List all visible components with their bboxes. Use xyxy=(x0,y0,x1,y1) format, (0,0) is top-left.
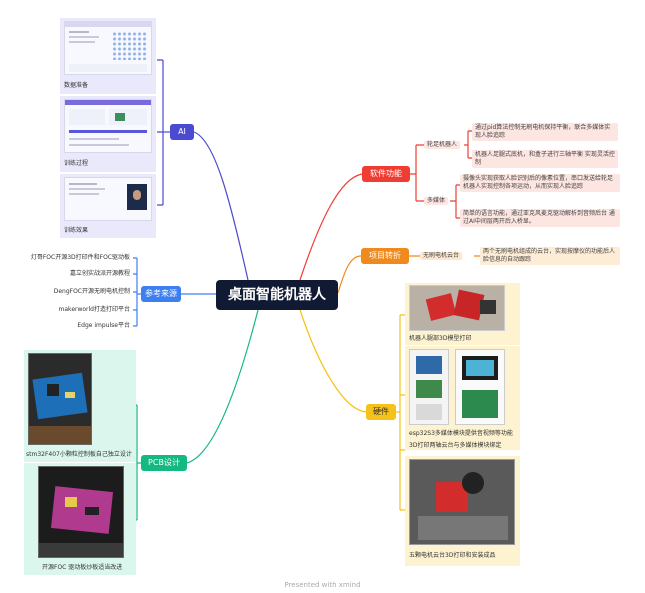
software-leaf[interactable]: 摄像头实现获取人脸识别后的像素位置，串口发送给轮足机器人实现控制各项运动，从而实… xyxy=(460,174,620,192)
branch-references[interactable]: 参考来源 xyxy=(141,286,181,302)
reference-item[interactable]: makerworld打造打印平台 xyxy=(58,306,130,313)
pcb-item-caption: stm32F407小颗粒控制板自己独立设计 xyxy=(26,451,132,458)
gimbal-assembly-photo xyxy=(409,459,515,545)
project-sub-brushless-gimbal[interactable]: 无刷电机云台 xyxy=(420,252,463,260)
hardware-item-leg-print[interactable]: 机器人腿部3D模型打印 xyxy=(405,283,520,345)
leg-print-photo xyxy=(409,285,505,331)
training-screenshot-thumbnail xyxy=(64,99,152,153)
reference-item[interactable]: DengFOC开源无刷电机控制 xyxy=(53,288,130,295)
central-topic[interactable]: 桌面智能机器人 xyxy=(216,280,338,310)
ai-item-data-prep[interactable]: 数据准备 xyxy=(60,18,156,94)
hardware-item-gimbal-assembly[interactable]: 五颗电机云台3D打印和安装成品 xyxy=(405,456,520,566)
foc-driver-board-photo xyxy=(38,466,124,558)
branch-pcb-design[interactable]: PCB设计 xyxy=(141,455,187,471)
reference-item[interactable]: 嘉立创实战派开源教程 xyxy=(69,270,130,277)
branch-project-pivot[interactable]: 项目转折 xyxy=(361,248,409,264)
pcb-item-control-board[interactable]: stm32F407小颗粒控制板自己独立设计 xyxy=(24,350,136,462)
ai-item-caption: 数据准备 xyxy=(64,82,89,89)
ai-item-results[interactable]: 训练效果 xyxy=(60,174,156,238)
presented-with-footer: Presented with xmind xyxy=(284,581,361,589)
ai-item-caption: 训练过程 xyxy=(64,160,89,167)
reference-item[interactable]: Edge impulse平台 xyxy=(77,322,130,329)
ai-item-caption: 训练效果 xyxy=(64,227,89,234)
software-leaf[interactable]: 机器人足腿式底机，和盒子进行三轴平衡 实现灵活控制 xyxy=(472,150,618,168)
hardware-item-caption: 3D打印两轴云台与多媒体模块绑定 xyxy=(409,442,502,449)
ai-item-training[interactable]: 训练过程 xyxy=(60,96,156,172)
dataset-screenshot-thumbnail xyxy=(64,21,152,75)
hardware-item-caption: 机器人腿部3D模型打印 xyxy=(409,335,472,342)
hardware-item-esp32-module[interactable]: esp32S3多媒体模块提供音视频等功能 3D打印两轴云台与多媒体模块绑定 xyxy=(405,346,520,450)
branch-hardware[interactable]: 硬件 xyxy=(366,404,396,420)
software-leaf[interactable]: 简单的语言功能，通过亚克风麦克驱动解析到音频后台 通过AI中间层两开后入桥显。 xyxy=(460,209,620,227)
branch-ai[interactable]: AI xyxy=(170,124,194,140)
project-leaf[interactable]: 两个无刷电机组成的云台，实现按摩仪的功能后人脸信息的自动跟踪 xyxy=(480,247,620,265)
esp32-module-screen-photo xyxy=(455,349,505,425)
hardware-item-caption: 五颗电机云台3D打印和安装成品 xyxy=(409,552,496,559)
software-group-wheel-leg-robot[interactable]: 轮足机器人 xyxy=(424,141,461,149)
reference-item[interactable]: 灯哥FOC开源3D打印件和FOC驱动板 xyxy=(30,254,130,261)
results-screenshot-thumbnail xyxy=(64,177,152,221)
software-leaf[interactable]: 通过pid算法控制无刷电机保持平衡，联合多媒体实现人脸追踪 xyxy=(472,123,618,141)
pcb-item-foc-driver[interactable]: 开源FOC 驱动板炒板适当改进 xyxy=(24,463,136,575)
hardware-item-caption: esp32S3多媒体模块提供音视频等功能 xyxy=(409,430,513,437)
control-board-photo xyxy=(28,353,92,445)
branch-software-features[interactable]: 软件功能 xyxy=(362,166,410,182)
esp32-module-photo xyxy=(409,349,449,425)
pcb-item-caption: 开源FOC 驱动板炒板适当改进 xyxy=(42,564,123,571)
software-group-multimedia[interactable]: 多媒体 xyxy=(424,197,449,205)
